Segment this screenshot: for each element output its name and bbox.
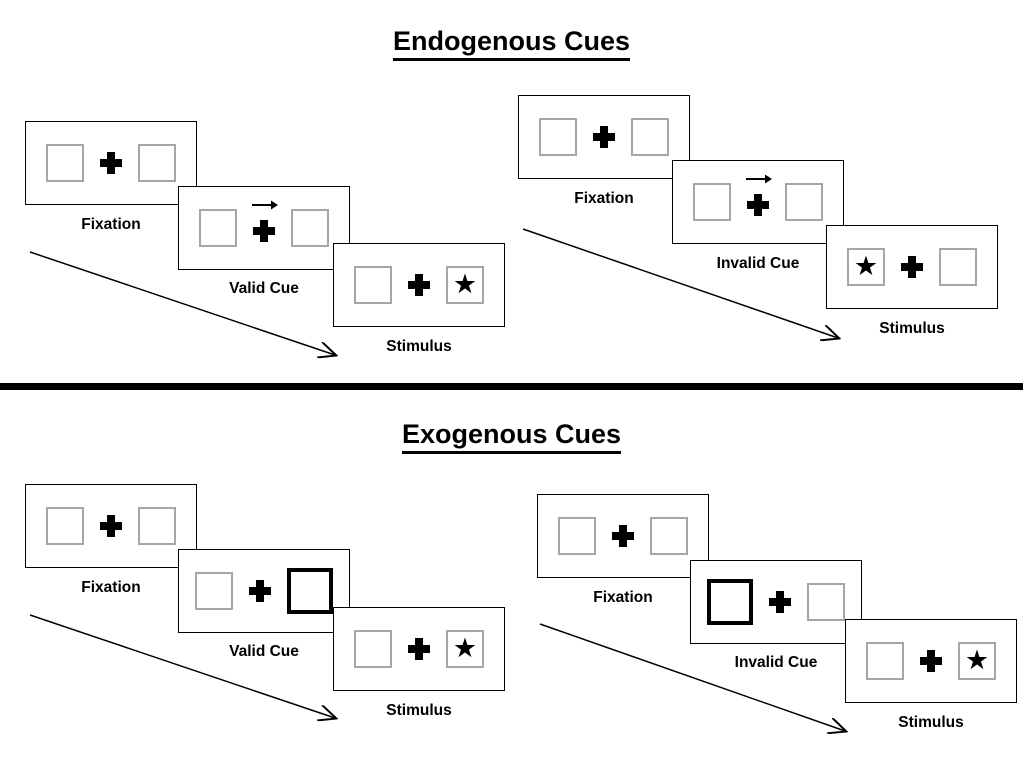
star-target-icon: ★: [964, 644, 990, 675]
panel-endogenous-invalid-fixation: [518, 95, 690, 179]
placeholder-box-right-target: ★: [446, 266, 484, 304]
placeholder-box-right: [138, 507, 176, 545]
placeholder-box-right: [631, 118, 669, 156]
star-target-icon: ★: [853, 250, 879, 281]
panel-exogenous-invalid-cue: [690, 560, 862, 644]
caption-exogenous-valid-stimulus: Stimulus: [386, 702, 452, 719]
panel-endogenous-valid-cue: [178, 186, 350, 270]
section-title-endogenous-text: Endogenous Cues: [392, 26, 630, 61]
placeholder-box-left: [693, 183, 731, 221]
section-title-exogenous: Exogenous Cues: [0, 419, 1023, 454]
star-target-icon: ★: [452, 632, 478, 663]
panel-exogenous-valid-cue: [178, 549, 350, 633]
fixation-cross-icon: [249, 580, 271, 602]
fixation-cross-icon: [612, 525, 634, 547]
caption-endogenous-valid-stimulus: Stimulus: [386, 338, 452, 355]
fixation-cross-icon: [747, 194, 769, 216]
panel-endogenous-invalid-stimulus: ★: [826, 225, 998, 309]
fixation-cross-icon: [769, 591, 791, 613]
section-title-exogenous-text: Exogenous Cues: [401, 419, 622, 454]
arrow-right-icon: [746, 174, 772, 184]
placeholder-box-left: [199, 209, 237, 247]
section-divider: [0, 383, 1023, 390]
fixation-cross-icon: [253, 220, 275, 242]
placeholder-box-right: [807, 583, 845, 621]
placeholder-box-left: [539, 118, 577, 156]
placeholder-box-left: [46, 144, 84, 182]
panel-exogenous-invalid-stimulus: ★: [845, 619, 1017, 703]
caption-exogenous-invalid-stimulus: Stimulus: [898, 714, 964, 731]
placeholder-box-left: [354, 266, 392, 304]
placeholder-box-right-target: ★: [958, 642, 996, 680]
placeholder-box-left: [354, 630, 392, 668]
endogenous-arrow-cue: [252, 200, 278, 242]
time-arrow-exogenous-invalid: [539, 623, 865, 747]
placeholder-box-right-target: ★: [446, 630, 484, 668]
placeholder-box-left-target: ★: [847, 248, 885, 286]
caption-endogenous-valid-fixation: Fixation: [81, 216, 141, 233]
panel-exogenous-valid-stimulus: ★: [333, 607, 505, 691]
placeholder-box-right: [785, 183, 823, 221]
placeholder-box-left: [558, 517, 596, 555]
fixation-cross-icon: [593, 126, 615, 148]
panel-exogenous-valid-fixation: [25, 484, 197, 568]
placeholder-box-left: [195, 572, 233, 610]
panel-endogenous-valid-stimulus: ★: [333, 243, 505, 327]
placeholder-box-right-cued: [287, 568, 333, 614]
caption-endogenous-invalid-cue: Invalid Cue: [716, 255, 800, 272]
panel-endogenous-valid-fixation: [25, 121, 197, 205]
time-arrow-exogenous-valid: [29, 614, 355, 733]
section-title-endogenous: Endogenous Cues: [0, 26, 1023, 61]
placeholder-box-right: [138, 144, 176, 182]
caption-exogenous-invalid-fixation: Fixation: [593, 589, 653, 606]
caption-exogenous-invalid-cue: Invalid Cue: [734, 654, 818, 671]
star-target-icon: ★: [452, 268, 478, 299]
fixation-cross-icon: [901, 256, 923, 278]
placeholder-box-right: [291, 209, 329, 247]
arrow-right-icon: [252, 200, 278, 210]
panel-endogenous-invalid-cue: [672, 160, 844, 244]
caption-exogenous-valid-fixation: Fixation: [81, 579, 141, 596]
fixation-cross-icon: [100, 515, 122, 537]
caption-endogenous-valid-cue: Valid Cue: [229, 280, 299, 297]
placeholder-box-left-cued: [707, 579, 753, 625]
fixation-cross-icon: [920, 650, 942, 672]
fixation-cross-icon: [100, 152, 122, 174]
caption-endogenous-invalid-fixation: Fixation: [574, 190, 634, 207]
placeholder-box-left: [866, 642, 904, 680]
caption-endogenous-invalid-stimulus: Stimulus: [879, 320, 945, 337]
endogenous-arrow-cue: [746, 174, 772, 216]
time-arrow-endogenous-invalid: [522, 228, 858, 352]
placeholder-box-left: [46, 507, 84, 545]
panel-exogenous-invalid-fixation: [537, 494, 709, 578]
caption-exogenous-valid-cue: Valid Cue: [229, 643, 299, 660]
fixation-cross-icon: [408, 274, 430, 296]
time-arrow-endogenous-valid: [29, 251, 355, 370]
placeholder-box-right: [650, 517, 688, 555]
fixation-cross-icon: [408, 638, 430, 660]
placeholder-box-right: [939, 248, 977, 286]
